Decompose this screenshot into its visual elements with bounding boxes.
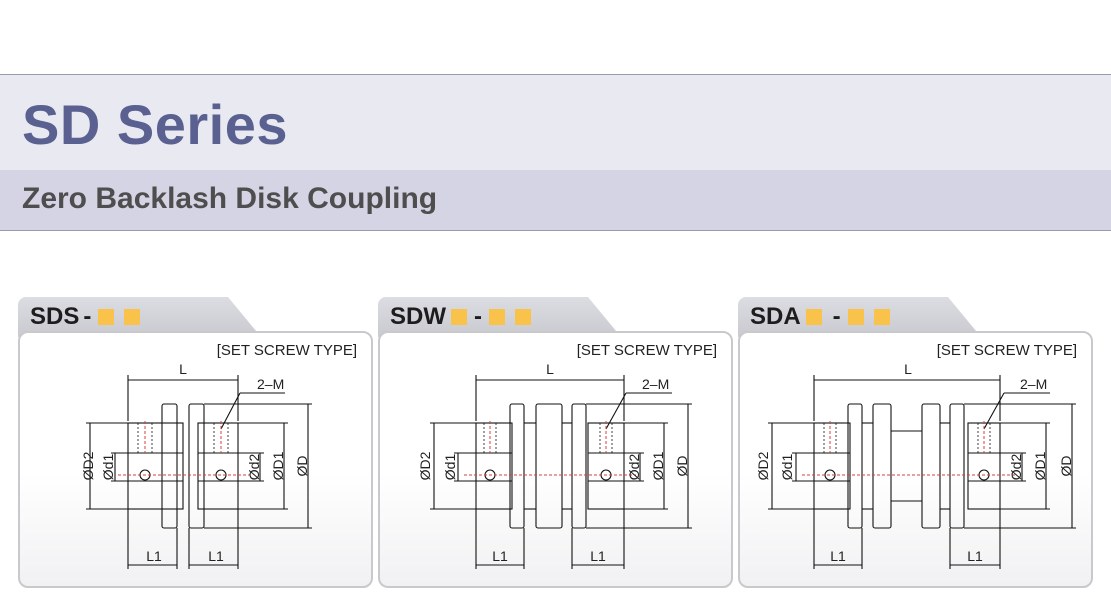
dim-d2: Ød2 bbox=[1008, 454, 1024, 481]
dim-l1: L1 bbox=[492, 548, 508, 564]
dim-d2-outer: ØD2 bbox=[417, 451, 433, 480]
drawing-sda: L 2–M ØD2 Ød1 Ød2 ØD1 ØD L1 L1 bbox=[755, 361, 1076, 569]
panel-sdw: SDW - [SET SCREW TYPE] bbox=[378, 297, 734, 589]
dim-l1: L1 bbox=[590, 548, 606, 564]
placeholder-square bbox=[124, 309, 141, 325]
dim-d1: Ød1 bbox=[442, 454, 458, 481]
drawing-frame-sda: [SET SCREW TYPE] bbox=[738, 331, 1093, 588]
dim-d2-outer: ØD2 bbox=[755, 451, 771, 480]
dim-d1: Ød1 bbox=[779, 454, 795, 481]
placeholder-square bbox=[489, 309, 505, 325]
model-code-sds: SDS - bbox=[30, 302, 145, 332]
dim-l1: L1 bbox=[967, 548, 983, 564]
type-label: [SET SCREW TYPE] bbox=[576, 342, 717, 359]
drawing-sds: L 2–M ØD2 Ød1 Ød2 ØD1 ØD L1 L1 bbox=[80, 361, 312, 569]
placeholder-square bbox=[98, 309, 115, 325]
drawing-frame-sdw: [SET SCREW TYPE] bbox=[378, 331, 733, 588]
dim-2m: 2–M bbox=[642, 376, 669, 392]
dim-d2-outer: ØD2 bbox=[80, 451, 96, 480]
placeholder-square bbox=[515, 309, 531, 325]
type-label: [SET SCREW TYPE] bbox=[936, 342, 1077, 359]
placeholder-square bbox=[805, 309, 822, 325]
dim-l1: L1 bbox=[208, 548, 224, 564]
model-name: SDS bbox=[30, 303, 80, 330]
model-name: SDA bbox=[750, 303, 801, 330]
dim-l: L bbox=[546, 361, 554, 377]
dim-2m: 2–M bbox=[1020, 376, 1047, 392]
panel-sds: SDS - [SET SCREW TYPE] bbox=[18, 297, 374, 589]
dim-d2: Ød2 bbox=[246, 454, 262, 481]
type-label: [SET SCREW TYPE] bbox=[216, 342, 357, 359]
dim-d: ØD bbox=[294, 456, 310, 477]
subtitle-band: Zero Backlash Disk Coupling bbox=[0, 170, 1111, 231]
drawing-frame-sds: [SET SCREW TYPE] bbox=[18, 331, 373, 588]
model-name: SDW bbox=[390, 303, 446, 330]
dim-d: ØD bbox=[674, 456, 690, 477]
dim-d2: Ød2 bbox=[626, 454, 642, 481]
page-title: SD Series bbox=[22, 93, 288, 156]
dim-d1: Ød1 bbox=[100, 454, 116, 481]
dim-l1: L1 bbox=[146, 548, 162, 564]
placeholder-square bbox=[873, 309, 890, 325]
dim-d1-outer: ØD1 bbox=[650, 451, 666, 480]
model-code-sda: SDA - bbox=[750, 302, 895, 332]
panel-sda: SDA - [SET SCREW TYPE] bbox=[738, 297, 1094, 589]
dim-2m: 2–M bbox=[257, 376, 284, 392]
dim-d1-outer: ØD1 bbox=[1032, 451, 1048, 480]
dim-d: ØD bbox=[1058, 456, 1074, 477]
drawing-sdw: L 2–M ØD2 Ød1 Ød2 ØD1 ØD L1 L1 bbox=[417, 361, 692, 569]
page-subtitle: Zero Backlash Disk Coupling bbox=[22, 182, 438, 215]
dim-l: L bbox=[904, 361, 912, 377]
title-band: SD Series bbox=[0, 74, 1111, 171]
dim-l: L bbox=[179, 361, 187, 377]
placeholder-square bbox=[451, 309, 467, 325]
placeholder-square bbox=[847, 309, 864, 325]
model-code-sdw: SDW - bbox=[390, 302, 536, 332]
dim-l1: L1 bbox=[830, 548, 846, 564]
dim-d1-outer: ØD1 bbox=[270, 451, 286, 480]
